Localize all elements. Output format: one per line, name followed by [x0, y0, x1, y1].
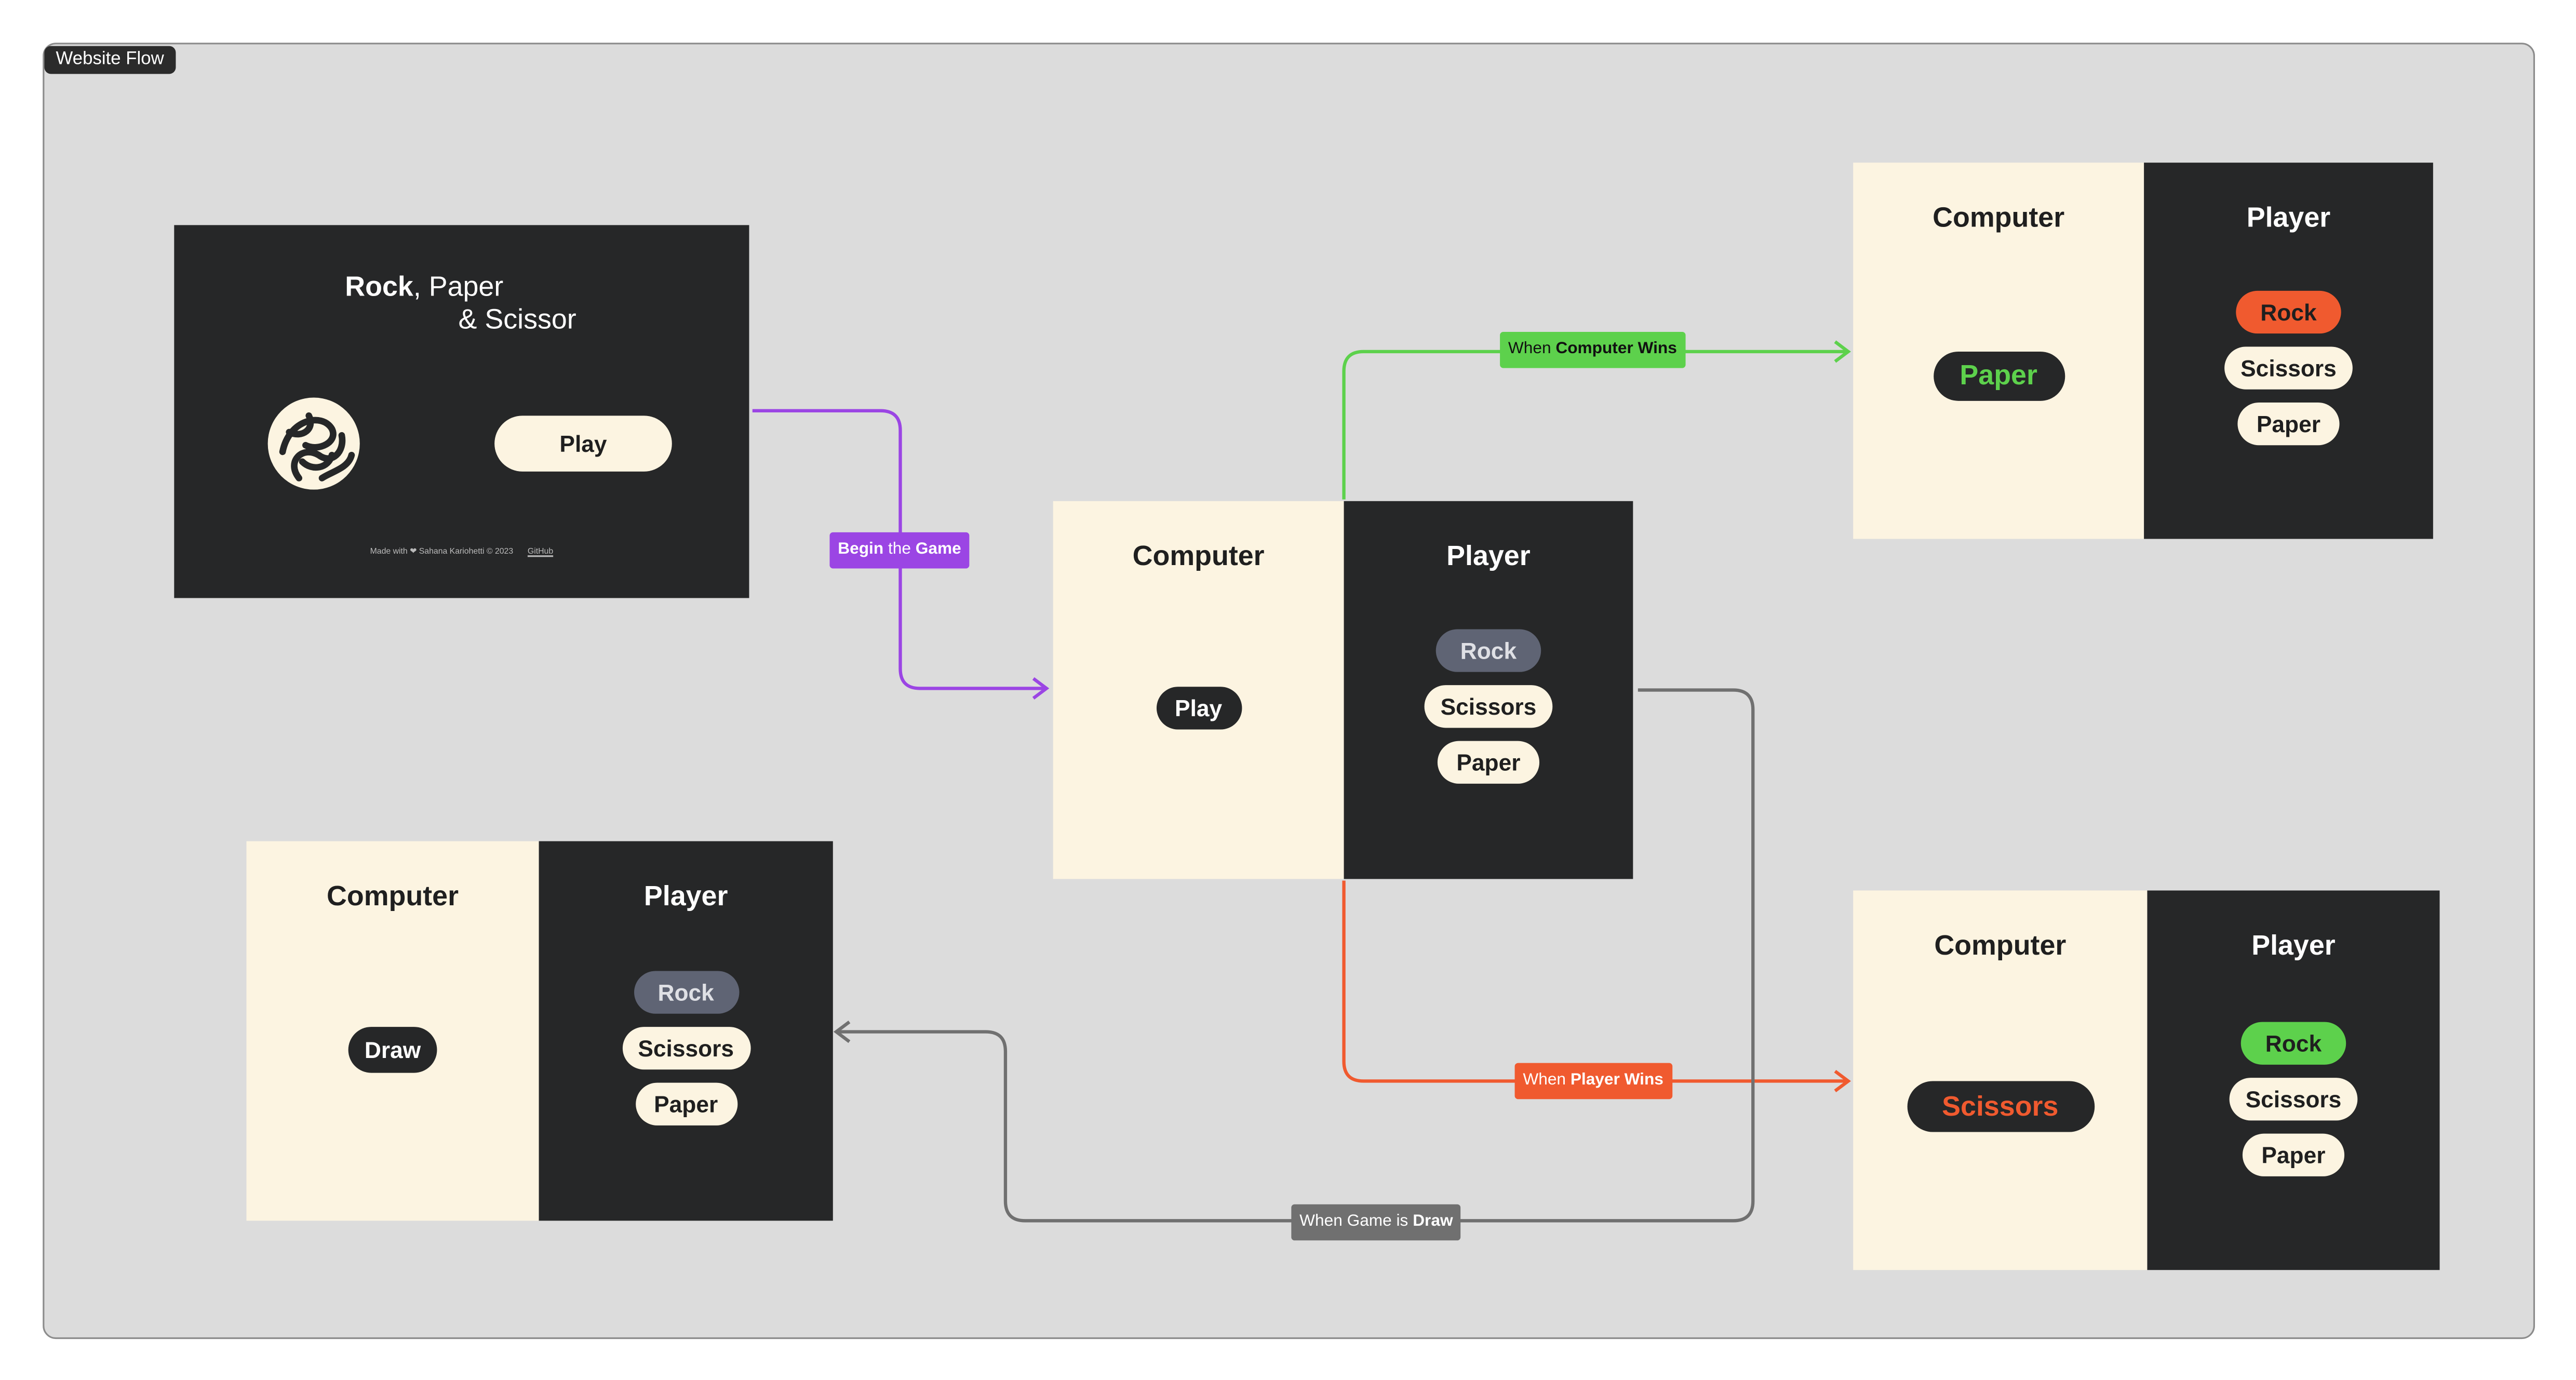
title-scissor: & Scissor: [458, 304, 576, 336]
landing-play-button[interactable]: Play: [494, 416, 672, 472]
paper-option[interactable]: Paper: [2237, 403, 2340, 446]
scissors-option[interactable]: Scissors: [2224, 346, 2353, 390]
player-pane: Player Rock Scissors Paper: [2147, 890, 2440, 1270]
draw-arrowhead: [833, 1021, 851, 1043]
footer-github-link[interactable]: GitHub: [527, 547, 554, 557]
rock-option[interactable]: Rock: [2236, 290, 2341, 334]
player-wins-word: Player Wins: [1570, 1071, 1663, 1090]
player-pane: Player Rock Scissors Paper: [539, 841, 833, 1221]
player-heading: Player: [1446, 540, 1531, 572]
computer-heading: Computer: [1132, 540, 1265, 572]
game-card-draw: Computer Draw Player Rock Scissors Paper: [246, 841, 833, 1221]
computer-wins-label[interactable]: When Computer Wins: [1500, 331, 1685, 368]
draw-label[interactable]: When Game is Draw: [1291, 1204, 1461, 1241]
rock-option[interactable]: Rock: [633, 971, 739, 1014]
game-card-main: Computer Play Player Rock Scissors Paper: [1053, 501, 1633, 879]
computer-pane: Computer Play: [1053, 501, 1344, 879]
computer-pane: Computer Scissors: [1853, 890, 2148, 1270]
game-card-computer-wins: Computer Paper Player Rock Scissors Pape…: [1853, 163, 2433, 539]
frame-label[interactable]: Website Flow: [44, 46, 176, 74]
computer-wins-arrowhead: [1834, 340, 1851, 363]
player-pane: Player Rock Scissors Paper: [1344, 501, 1633, 879]
game-card-player-wins: Computer Scissors Player Rock Scissors P…: [1853, 890, 2440, 1270]
computer-wins-word: Computer Wins: [1555, 340, 1677, 358]
computer-choice-pill[interactable]: Draw: [348, 1027, 437, 1073]
scissors-option[interactable]: Scissors: [1424, 685, 1553, 728]
begin-word: Begin: [838, 540, 884, 559]
player-heading: Player: [2251, 930, 2336, 961]
computer-choice-pill[interactable]: Paper: [1933, 351, 2064, 401]
begin-game-arrowhead: [1032, 677, 1050, 700]
footer-credit: Made with ❤ Sahana Kariohetti © 2023: [370, 547, 514, 557]
player-wins-connector: [1342, 880, 1847, 1083]
rock-paper-scissors-logo-icon: [267, 397, 360, 490]
paper-option[interactable]: Paper: [635, 1082, 737, 1126]
computer-wins-connector: [1342, 350, 1847, 500]
when-game-is-word: When Game is: [1299, 1212, 1413, 1231]
computer-heading: Computer: [1933, 202, 2065, 234]
computer-choice-pill[interactable]: Play: [1156, 687, 1241, 730]
when-word: When: [1523, 1071, 1571, 1090]
rock-option[interactable]: Rock: [2240, 1022, 2346, 1065]
paper-option[interactable]: Paper: [1437, 741, 1540, 784]
scissors-option[interactable]: Scissors: [622, 1027, 750, 1070]
landing-title: Rock, Paper & Scissor: [345, 271, 576, 337]
when-word: When: [1508, 340, 1556, 358]
computer-heading: Computer: [1934, 930, 2067, 961]
landing-footer: Made with ❤ Sahana Kariohetti © 2023 Git…: [174, 547, 749, 557]
paper-option[interactable]: Paper: [2242, 1133, 2345, 1176]
landing-screen: Rock, Paper & Scissor Play Made with ❤ S…: [174, 225, 749, 598]
draw-word: Draw: [1413, 1212, 1453, 1231]
player-wins-label[interactable]: When Player Wins: [1514, 1063, 1672, 1100]
player-pane: Player Rock Scissors Paper: [2144, 163, 2433, 539]
begin-game-label[interactable]: Begin the Game: [829, 532, 970, 569]
game-word: Game: [915, 540, 961, 559]
title-paper: , Paper: [413, 271, 504, 303]
the-word: the: [883, 540, 916, 559]
computer-pane: Computer Paper: [1853, 163, 2144, 539]
scissors-option[interactable]: Scissors: [2229, 1078, 2358, 1121]
rock-option[interactable]: Rock: [1435, 629, 1541, 672]
computer-heading: Computer: [327, 880, 459, 912]
title-rock: Rock: [345, 271, 413, 303]
player-heading: Player: [2246, 202, 2331, 234]
computer-pane: Computer Draw: [246, 841, 539, 1221]
player-heading: Player: [643, 880, 728, 912]
computer-choice-pill[interactable]: Scissors: [1907, 1081, 2094, 1132]
player-wins-arrowhead: [1834, 1069, 1851, 1092]
